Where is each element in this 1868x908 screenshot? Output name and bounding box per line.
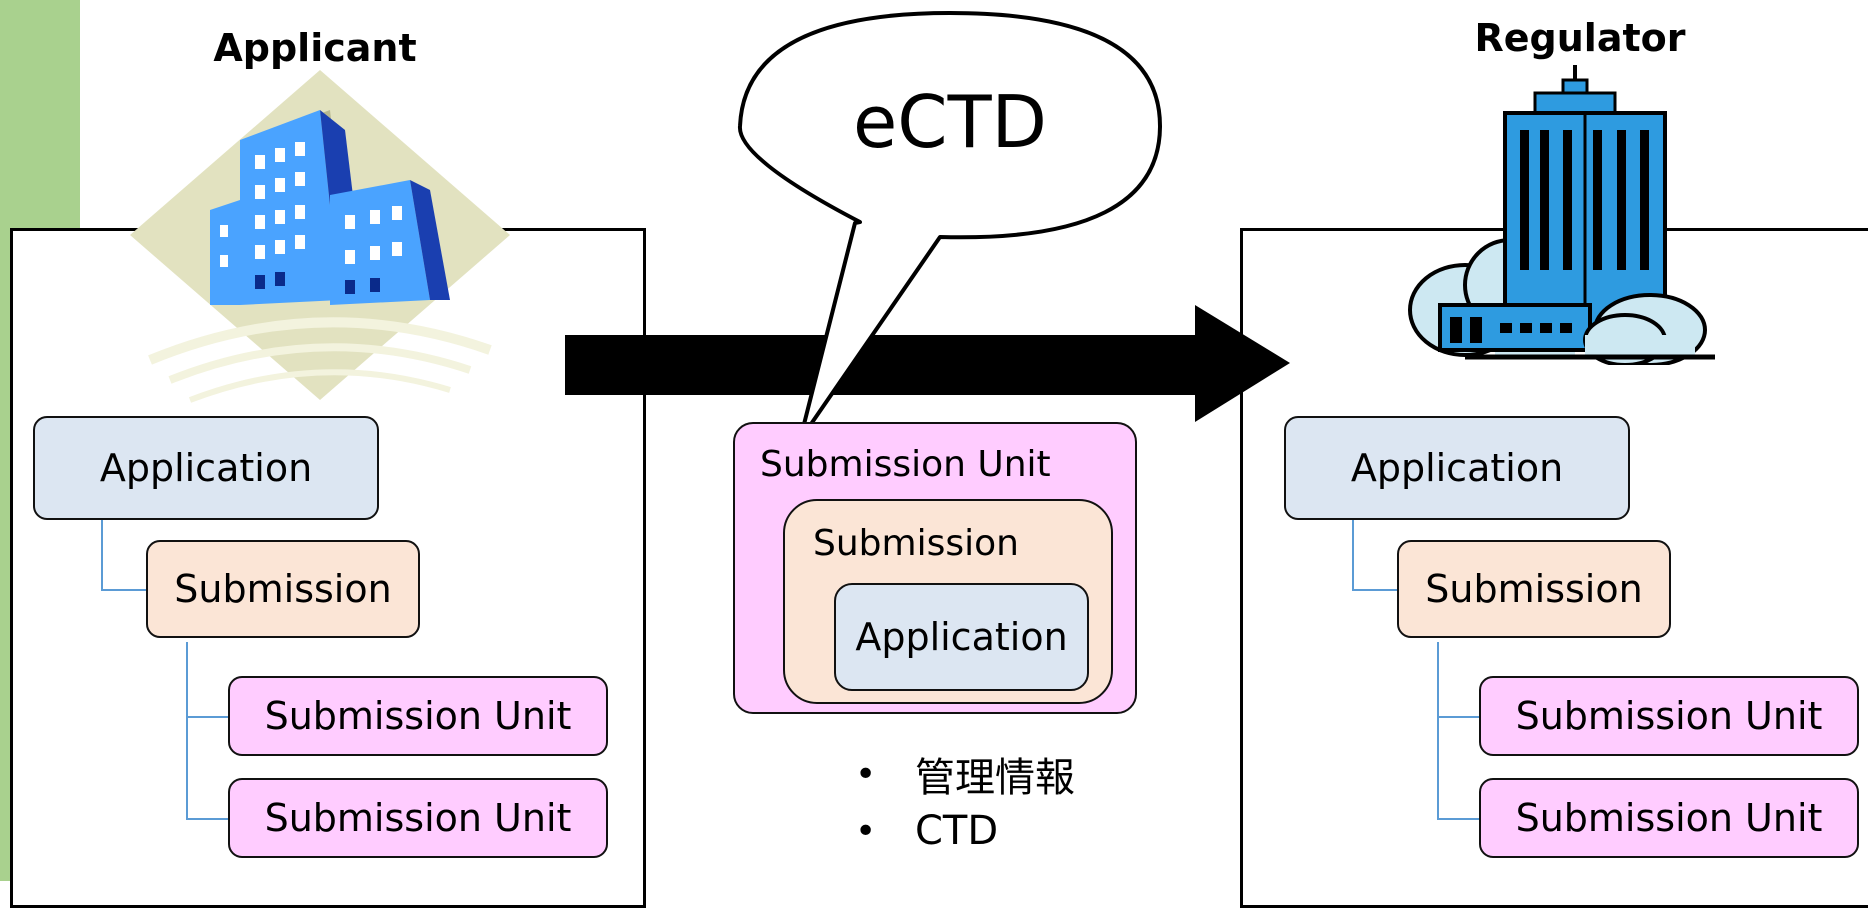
- tree-connector: [1437, 818, 1479, 820]
- applicant-building-icon: [130, 70, 510, 403]
- regulator-submission-unit-node: Submission Unit: [1479, 676, 1859, 756]
- nested-submission: Submission Application: [783, 499, 1113, 704]
- tree-connector: [1352, 589, 1397, 591]
- applicant-title: Applicant: [213, 26, 417, 70]
- bullet-dot-icon: •: [855, 810, 877, 852]
- bullet-text: CTD: [915, 808, 999, 854]
- nested-submission-unit: Submission Unit Submission Application: [733, 422, 1137, 714]
- bullet-dot-icon: •: [855, 753, 877, 795]
- applicant-submission-node: Submission: [146, 540, 420, 638]
- tree-connector: [101, 520, 103, 589]
- ectd-callout-bubble: [737, 11, 1162, 442]
- transfer-arrow-icon: [565, 305, 1290, 422]
- applicant-submission-unit-node: Submission Unit: [228, 778, 608, 858]
- regulator-submission-node: Submission: [1397, 540, 1671, 638]
- regulator-submission-unit-node: Submission Unit: [1479, 778, 1859, 858]
- bullet-text: 管理情報: [915, 755, 1075, 801]
- bullet-item: • CTD: [855, 808, 998, 854]
- tree-connector: [186, 716, 228, 718]
- tree-connector: [186, 642, 188, 818]
- tree-connector: [101, 589, 146, 591]
- tree-connector: [1437, 716, 1479, 718]
- bullet-item: • 管理情報: [855, 745, 1075, 803]
- tree-connector: [186, 818, 228, 820]
- ectd-callout-text: eCTD: [853, 80, 1047, 164]
- regulator-title: Regulator: [1474, 16, 1686, 60]
- nested-submission-label: Submission: [813, 523, 1019, 564]
- nested-application: Application: [834, 583, 1089, 691]
- regulator-building-icon: [1408, 65, 1715, 365]
- applicant-submission-unit-node: Submission Unit: [228, 676, 608, 756]
- applicant-application-node: Application: [33, 416, 379, 520]
- regulator-application-node: Application: [1284, 416, 1630, 520]
- tree-connector: [1437, 642, 1439, 818]
- nested-submission-unit-label: Submission Unit: [760, 444, 1051, 485]
- tree-connector: [1352, 520, 1354, 589]
